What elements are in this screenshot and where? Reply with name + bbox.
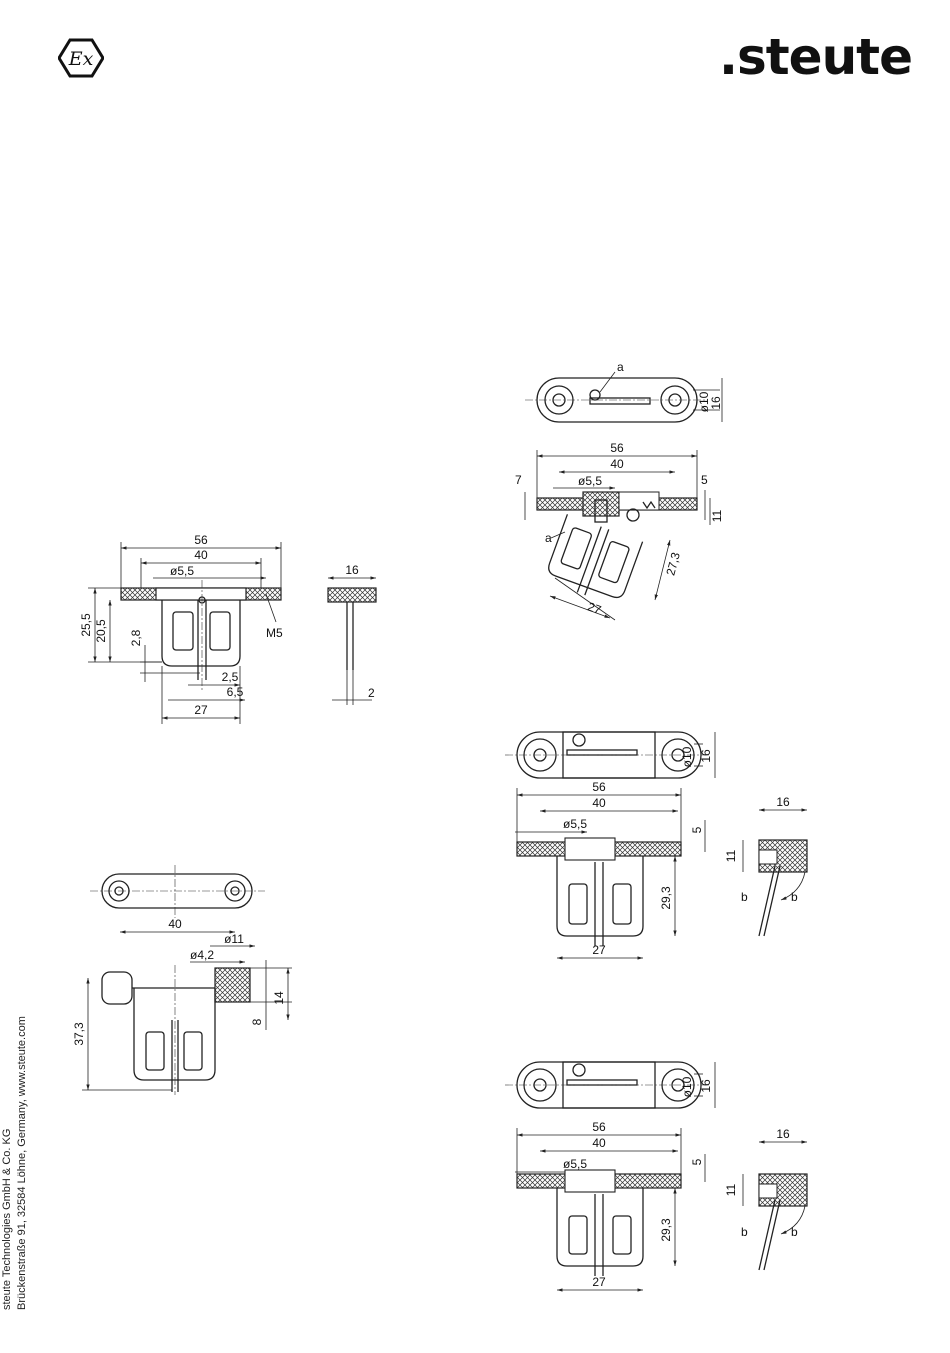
dim-8: 8 bbox=[250, 1018, 264, 1025]
dim-16: 16 bbox=[709, 396, 723, 410]
dim-5: 5 bbox=[690, 826, 704, 833]
flex-actuator-drawing: 40 ø11 ø4,2 37,3 14 8 bbox=[70, 860, 300, 1100]
footer-street: Brückenstraße 91, 32584 Löhne, Germany, … bbox=[15, 1260, 30, 1310]
dim-56: 56 bbox=[194, 533, 208, 547]
label-m5: M5 bbox=[266, 626, 283, 640]
dim-5: 5 bbox=[690, 1158, 704, 1165]
ex-mark-text: Ex bbox=[68, 48, 94, 70]
label-b-right: b bbox=[791, 1225, 798, 1239]
dim-40: 40 bbox=[610, 457, 624, 471]
dim-d10: ø10 bbox=[680, 1076, 694, 1097]
dim-16: 16 bbox=[699, 1079, 713, 1093]
dim-56: 56 bbox=[610, 441, 624, 455]
label-b-left: b bbox=[741, 890, 748, 904]
dim-16: 16 bbox=[699, 749, 713, 763]
brand-logo: .steute bbox=[719, 28, 912, 86]
dim-side-16: 16 bbox=[776, 1127, 790, 1141]
dim-side-11: 11 bbox=[724, 849, 738, 862]
dim-56: 56 bbox=[592, 1120, 606, 1134]
dim-28: 2,8 bbox=[129, 629, 143, 646]
footer-company: steute Technologies GmbH & Co. KG bbox=[0, 1260, 15, 1310]
label-b-left: b bbox=[741, 1225, 748, 1239]
label-a-top: a bbox=[617, 360, 624, 374]
dim-27: 27 bbox=[592, 1275, 606, 1289]
dim-56: 56 bbox=[592, 780, 606, 794]
footer-address: steute Technologies GmbH & Co. KG Brücke… bbox=[0, 1260, 340, 1310]
front-view-drawing: 56 40 ø5,5 25,5 20,5 2,8 2,5 6,5 27 M5 bbox=[70, 530, 310, 730]
dim-293: 29,3 bbox=[659, 886, 673, 910]
dim-255: 25,5 bbox=[79, 613, 93, 637]
ex-mark-icon: Ex bbox=[58, 38, 104, 78]
dim-side-16: 16 bbox=[776, 795, 790, 809]
label-a-side: a bbox=[545, 531, 552, 545]
dim-d10: ø10 bbox=[680, 746, 694, 767]
dim-side-11: 11 bbox=[724, 1183, 738, 1196]
dim-d11: ø11 bbox=[224, 932, 244, 946]
dim-2: 2 bbox=[368, 686, 375, 700]
dim-40: 40 bbox=[592, 796, 606, 810]
dim-d55: ø5,5 bbox=[578, 474, 602, 488]
dim-d55: ø5,5 bbox=[170, 564, 194, 578]
dim-205: 20,5 bbox=[94, 619, 108, 643]
side-view-drawing: 16 2 bbox=[320, 560, 390, 710]
version-b-drawing-1: ø10 16 56 40 ø5,5 5 29,3 27 16 11 b b bbox=[505, 720, 815, 970]
label-b-right: b bbox=[791, 890, 798, 904]
dim-40: 40 bbox=[592, 1136, 606, 1150]
dim-d55: ø5,5 bbox=[563, 1157, 587, 1171]
angled-actuator-drawing: a ø10 16 56 40 ø5,5 7 5 11 a 27 27,3 bbox=[505, 360, 735, 630]
dim-293: 29,3 bbox=[659, 1218, 673, 1242]
dim-27: 27 bbox=[194, 703, 208, 717]
dim-11: 11 bbox=[710, 509, 724, 522]
dim-5: 5 bbox=[701, 473, 708, 487]
dim-16: 16 bbox=[345, 563, 359, 577]
dim-373: 37,3 bbox=[72, 1022, 86, 1046]
dim-d55: ø5,5 bbox=[563, 817, 587, 831]
dim-65: 6,5 bbox=[227, 685, 244, 699]
dim-27: 27 bbox=[592, 943, 606, 957]
dim-40: 40 bbox=[194, 548, 208, 562]
dim-40: 40 bbox=[168, 917, 182, 931]
dim-14: 14 bbox=[272, 991, 286, 1005]
version-b-drawing-2: ø10 16 56 40 ø5,5 5 29,3 27 16 11 b b bbox=[505, 1050, 815, 1300]
dim-7: 7 bbox=[515, 473, 522, 487]
dim-25: 2,5 bbox=[222, 670, 239, 684]
dim-d42: ø4,2 bbox=[190, 948, 214, 962]
